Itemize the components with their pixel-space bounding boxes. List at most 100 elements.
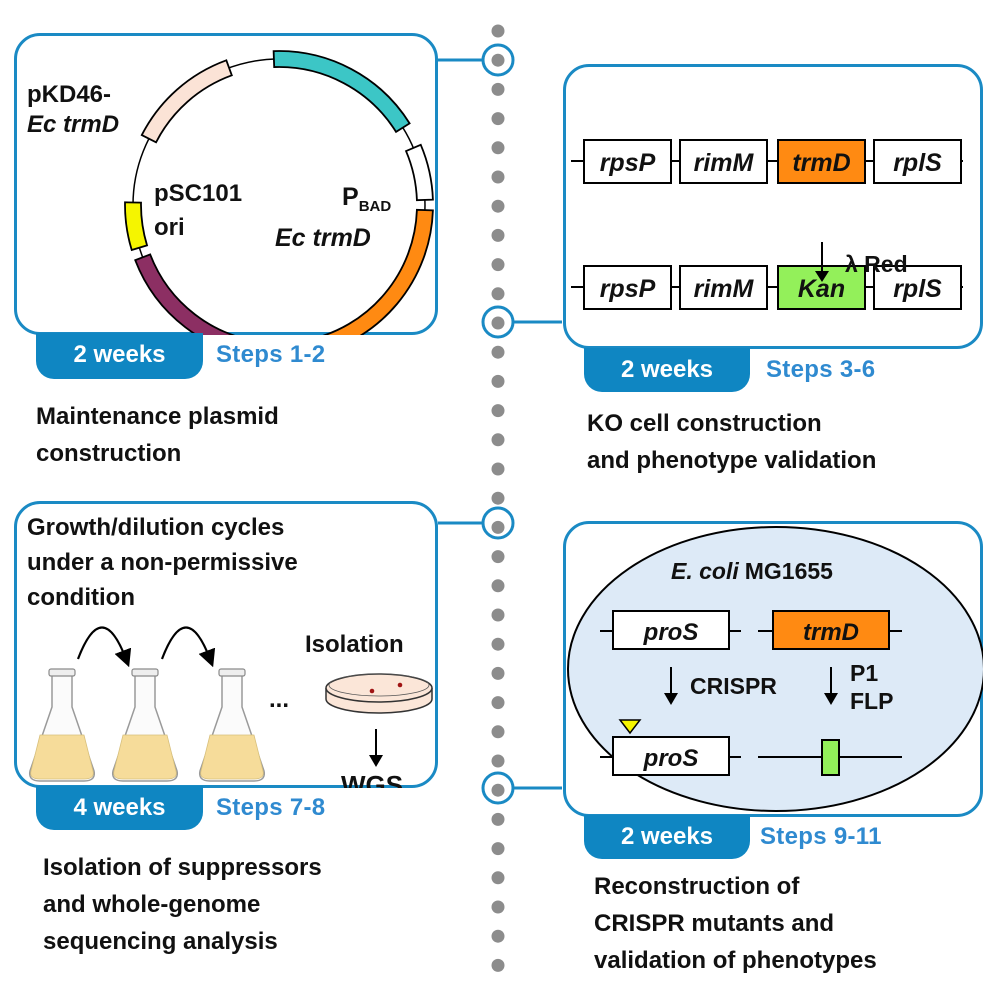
timeline-dot [491,433,505,447]
gene-box-rpls-after [873,265,962,310]
description-line: construction [36,440,182,467]
plasmid-name: pKD46- Ec trmD [27,80,119,140]
duration-badge-4: 2 weeks [584,815,750,859]
description-line: and whole-genome [43,891,261,918]
steps-label-2: Steps 3-6 [766,356,876,383]
suppressor-card: Growth/dilution cycles under a non-permi… [14,501,438,788]
growth-line: Growth/dilution cycles [27,514,285,541]
ori-segment [124,201,149,252]
timeline-ring [481,43,515,77]
plasmid-name-line1: pKD46- [27,81,112,108]
gene-label: rimM [694,275,755,303]
description-line: CRISPR mutants and [594,910,835,937]
frt-scar [821,739,840,776]
timeline-ring [481,771,515,805]
lambda-red-label: λ Red [845,251,908,277]
ec-trmd-gene [322,208,434,335]
pbad-promoter [404,143,434,202]
steps-label-4: Steps 9-11 [760,823,882,850]
timeline-dot [491,520,505,534]
gene-label: rplS [893,149,942,177]
duration-badge-3: 4 weeks [36,786,203,830]
timeline-dot [491,345,505,359]
timeline-dot [491,929,505,943]
timeline-dot [491,550,505,564]
gene-box-rpls-before [873,139,962,184]
panel-description-2: KO cell construction and phenotype valid… [587,405,876,479]
pbad-p: P [342,183,359,211]
gene-box-pros [612,610,730,650]
gene-box-rimm-before [679,139,768,184]
timeline-dot [491,783,505,797]
gene-box-rpsp-after [583,265,672,310]
description-line: validation of phenotypes [594,947,877,974]
duration-badge-1: 2 weeks [36,333,203,379]
timeline-dot [491,316,505,330]
isolation-label: Isolation [305,631,404,658]
growth-line: under a non-permissive [27,549,298,576]
gene-box-pros-mutant [612,736,730,776]
lambda-red-arrow [815,242,829,282]
timeline-dot [491,842,505,856]
culture-illustration: ... Isolation WGS [28,626,433,788]
timeline-dot [491,404,505,418]
plasmid-name-line2: Ec trmD [27,111,120,138]
timeline-dot [491,666,505,680]
transfer-arrow-2 [160,626,216,668]
gene-box-trmd-before [777,139,866,184]
gene-label-trmd: trmD [803,619,859,646]
timeline-dot [491,258,505,272]
steps-label-3: Steps 7-8 [216,794,326,821]
timeline-dot [491,287,505,301]
description-line: and phenotype validation [587,447,877,474]
pKD46-segment [140,59,233,144]
timeline-dot [491,637,505,651]
plasmid-card: pKD46- Ec trmD pSC101 ori PBAD Ec trmD [14,33,438,335]
backbone-segment [272,50,411,134]
steps-label-1: Steps 1-2 [216,341,326,368]
crispr-label: CRISPR [690,673,777,699]
timeline-dot [491,141,505,155]
description-line: KO cell construction [587,410,822,437]
flask-icon [28,668,96,782]
strain-italic: E. coli [671,558,739,584]
gene-box-rimm-after [679,265,768,310]
gene-label: rimM [694,149,755,177]
colony [369,688,375,694]
timeline-dot [491,812,505,826]
timeline-dot [491,53,505,67]
petri-dish-icon [325,673,433,714]
resistance-segment [134,253,236,335]
timeline-dot [491,24,505,38]
culture-liquid [30,734,94,780]
description-line: Reconstruction of [594,873,800,900]
timeline-dot [491,608,505,622]
growth-line: condition [27,584,135,611]
timeline-dot [491,82,505,96]
crispr-arrow [664,667,678,705]
gene-label-pros: proS [643,619,699,646]
wgs-arrow [369,729,383,767]
timeline-dot [491,900,505,914]
gene-box-rpsp-before [583,139,672,184]
growth-cycle-text: Growth/dilution cycles under a non-permi… [27,510,298,615]
p1-flp-arrow [824,667,838,705]
description-line: Maintenance plasmid [36,403,279,430]
panel-description-1: Maintenance plasmid construction [36,398,279,472]
timeline-dot [491,958,505,972]
pbad-label: PBAD [342,183,391,215]
timeline-dot [491,725,505,739]
gene-label: rpsP [600,149,656,177]
p1-label: P1 [850,660,878,686]
ec-trmd-label: Ec trmD [275,224,371,252]
panel-description-3: Isolation of suppressors and whole-genom… [43,849,322,960]
timeline-dot [491,228,505,242]
culture-liquid [200,734,264,780]
origin-label-line2: ori [154,214,185,241]
timeline-ring [481,506,515,540]
ellipsis: ... [269,686,289,713]
description-line: Isolation of suppressors [43,854,322,881]
gene-label: rplS [893,275,942,303]
